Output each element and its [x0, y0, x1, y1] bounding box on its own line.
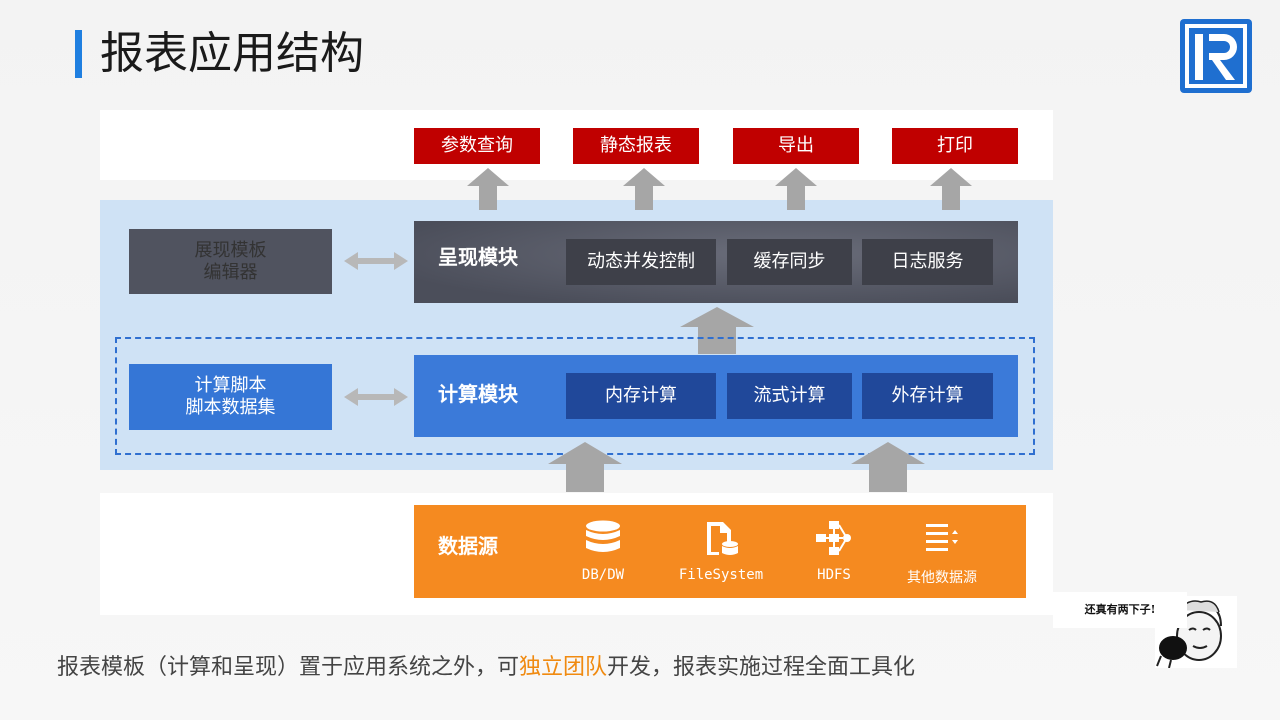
- datasource-item-label: FileSystem: [678, 567, 764, 583]
- compute-sub-external: 外存计算: [862, 373, 993, 419]
- datasource-item-label: 其他数据源: [907, 570, 977, 586]
- script-line2: 脚本数据集: [185, 397, 276, 418]
- up-arrow-icon: [775, 168, 817, 210]
- page-title: 报表应用结构: [100, 28, 364, 79]
- up-arrow-icon: [467, 168, 509, 210]
- render-sub-concurrency: 动态并发控制: [566, 239, 716, 285]
- datasource-item-filesystem: FileSystem: [666, 517, 776, 587]
- compute-sub-memory: 内存计算: [566, 373, 716, 419]
- up-arrow-icon: [851, 442, 925, 492]
- up-arrow-icon: [548, 442, 622, 492]
- hdfs-network-icon: [816, 521, 851, 555]
- caption-after: 开发，报表实施过程全面工具化: [607, 655, 916, 680]
- datasource-label: 数据源: [438, 534, 498, 558]
- template-editor-box: 展现模板 编辑器: [129, 229, 332, 294]
- render-sub-log-service: 日志服务: [862, 239, 993, 285]
- database-icon: [586, 520, 620, 552]
- output-export: 导出: [733, 128, 859, 164]
- up-arrow-icon: [930, 168, 972, 210]
- caption-before: 报表模板（计算和呈现）置于应用系统之外，可: [57, 655, 520, 680]
- title-accent-bar: [75, 30, 82, 78]
- datasource-item-dbdw: DB/DW: [548, 517, 658, 587]
- up-arrow-icon: [680, 307, 754, 354]
- datasource-item-label: DB/DW: [581, 567, 625, 583]
- datasource-item-hdfs: HDFS: [779, 517, 889, 587]
- datasource-item-other: 其他数据源: [887, 517, 997, 587]
- double-arrow-icon: [344, 252, 408, 270]
- datasource-item-label: HDFS: [817, 567, 851, 583]
- render-sub-cache-sync: 缓存同步: [727, 239, 852, 285]
- render-module-label: 呈现模块: [438, 245, 518, 269]
- output-parameter-query: 参数查询: [414, 128, 540, 164]
- list-icon: [926, 524, 958, 551]
- raqsoft-logo: [1180, 19, 1252, 93]
- file-database-icon: [707, 522, 738, 555]
- double-arrow-icon: [344, 388, 408, 406]
- caption-highlight: 独立团队: [519, 655, 608, 680]
- script-dataset-box: 计算脚本 脚本数据集: [129, 364, 332, 430]
- datasource-module: [414, 505, 1026, 598]
- compute-sub-stream: 流式计算: [727, 373, 852, 419]
- meme-caption: 还真有两下子!: [1053, 592, 1187, 628]
- output-static-report: 静态报表: [573, 128, 699, 164]
- template-editor-line1: 展现模板: [194, 239, 267, 261]
- up-arrow-icon: [623, 168, 665, 210]
- caption: 报表模板（计算和呈现）置于应用系统之外，可独立团队开发，报表实施过程全面工具化: [57, 653, 915, 683]
- script-line1: 计算脚本: [194, 375, 267, 396]
- compute-module-label: 计算模块: [438, 382, 518, 406]
- template-editor-line2: 编辑器: [203, 261, 258, 283]
- output-print: 打印: [892, 128, 1018, 164]
